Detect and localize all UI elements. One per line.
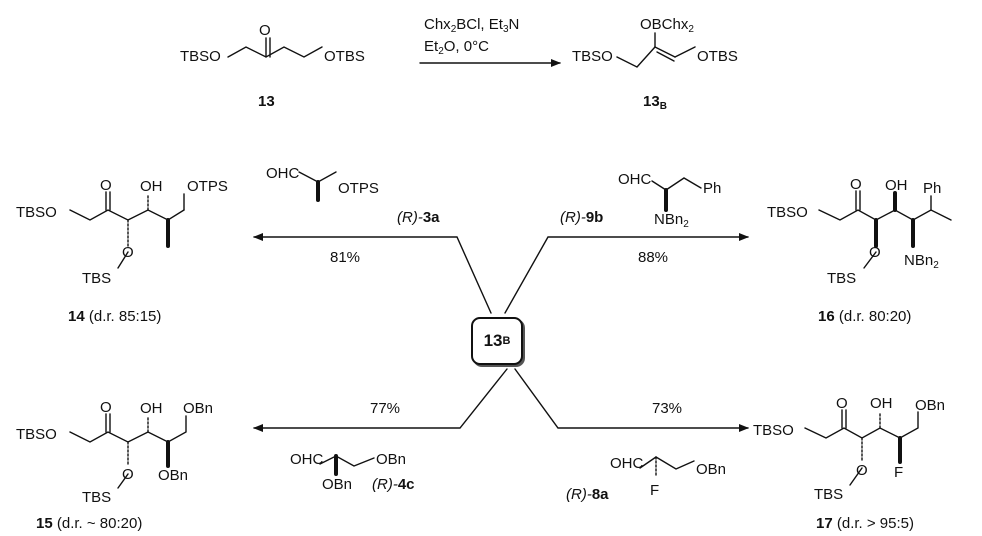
14-tbso-label: TBSO — [16, 204, 57, 221]
16-ether-o-label: O — [869, 244, 881, 261]
15-oh-label: OH — [140, 400, 163, 417]
17-tbs-label: TBS — [814, 486, 844, 503]
product-16-label: 16 (d.r. 80:20) — [818, 308, 912, 325]
14-oh-label: OH — [140, 178, 163, 195]
16-ph-label: Ph — [923, 180, 942, 197]
reagent-3a-label: (R)-3a — [397, 209, 440, 226]
compound-13B-label: 13B — [643, 93, 667, 112]
arrow-to-15 — [253, 368, 508, 432]
4c-obn-label: OBn — [376, 451, 407, 468]
product-14-label: 14 (d.r. 85:15) — [68, 308, 162, 325]
reagent-8a-label: (R)-8a — [566, 486, 609, 503]
15-tbso-label: TBSO — [16, 426, 57, 443]
reagents-line-2: Et2O, 0°C — [424, 38, 489, 57]
14-tbs-label: TBS — [82, 270, 112, 287]
13-otbs-label: OTBS — [324, 48, 365, 65]
8a-ohc-label: OHC — [610, 455, 644, 472]
structure-4c — [319, 454, 375, 476]
17-carbonyl-o-label: O — [836, 395, 848, 412]
15-obn-label: OBn — [183, 400, 214, 417]
structure-13B — [616, 32, 696, 68]
yield-81: 81% — [330, 249, 361, 266]
13-carbonyl-o-label: O — [259, 22, 271, 39]
compound-13-label: 13 — [258, 93, 275, 110]
structure-16 — [818, 190, 952, 269]
17-f-label: F — [894, 464, 904, 481]
3a-otps-label: OTPS — [338, 180, 379, 197]
15-tbs-label: TBS — [82, 489, 112, 506]
structure-14 — [69, 191, 185, 269]
13B-otbs-label: OTBS — [697, 48, 738, 65]
reagent-9b-label: (R)-9b — [560, 209, 604, 226]
13B-tbso-label: TBSO — [572, 48, 613, 65]
reagents-line-1: Chx2BCl, Et3N — [424, 16, 520, 35]
structure-8a — [639, 456, 695, 476]
14-otps-label: OTPS — [187, 178, 228, 195]
arrow-to-14 — [253, 233, 492, 314]
9b-nbn-label: NBn2 — [654, 211, 689, 230]
reagent-4c-label: (R)-4c — [372, 476, 415, 493]
product-17-label: 17 (d.r. > 95:5) — [816, 515, 914, 532]
yield-73: 73% — [652, 400, 683, 417]
8a-f-label: F — [650, 482, 660, 499]
yield-77: 77% — [370, 400, 401, 417]
structure-15 — [69, 413, 187, 489]
17-tbso-label: TBSO — [753, 422, 794, 439]
9b-ohc-label: OHC — [618, 171, 652, 188]
17-oh-label: OH — [870, 395, 893, 412]
15-carbonyl-o-label: O — [100, 399, 112, 416]
4c-ohc-label: OHC — [290, 451, 324, 468]
9b-ph-label: Ph — [703, 180, 722, 197]
structure-9b — [651, 177, 702, 212]
16-oh-label: OH — [885, 177, 908, 194]
16-carbonyl-o-label: O — [850, 176, 862, 193]
8a-obn-label: OBn — [696, 461, 727, 478]
17-obn-label: OBn — [915, 397, 946, 414]
16-nbn-label: NBn2 — [904, 252, 939, 271]
structure-17 — [804, 409, 919, 486]
16-tbs-label: TBS — [827, 270, 857, 287]
product-15-label: 15 (d.r. ~ 80:20) — [36, 515, 143, 532]
3a-ohc-label: OHC — [266, 165, 300, 182]
13B-obchx-label: OBChx2 — [640, 16, 694, 35]
yield-88: 88% — [638, 249, 669, 266]
arrow-to-17 — [514, 368, 749, 432]
17-ether-o-label: O — [856, 462, 868, 479]
15-ether-o-label: O — [122, 466, 134, 483]
15-obn-2-label: OBn — [158, 467, 189, 484]
structure-13 — [227, 37, 323, 58]
structure-3a — [298, 171, 337, 202]
16-tbso-label: TBSO — [767, 204, 808, 221]
arrow-to-16 — [504, 233, 749, 314]
13-tbso-label: TBSO — [180, 48, 221, 65]
4c-obn-2-label: OBn — [322, 476, 353, 493]
14-ether-o-label: O — [122, 244, 134, 261]
14-carbonyl-o-label: O — [100, 177, 112, 194]
